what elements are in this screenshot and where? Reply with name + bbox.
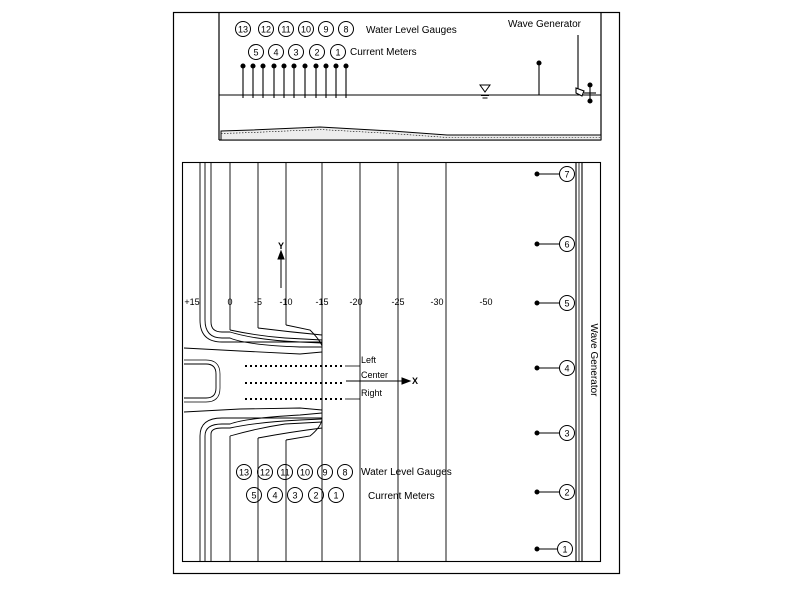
- transect-left-label: Left: [361, 355, 377, 365]
- bar-contours-upper: [183, 163, 323, 355]
- y-axis-label: Y: [278, 241, 284, 251]
- wavemaker-gauge-stems: [534, 171, 560, 552]
- y-axis-arrow: [277, 249, 285, 288]
- plan-gauge-8: 8: [342, 468, 347, 478]
- profile-probes: [240, 60, 542, 98]
- plan-frame: [181, 161, 602, 563]
- bathymetry-profile: [220, 126, 602, 141]
- plan-meter-5: 5: [251, 491, 256, 501]
- profile-meter-4: 4: [273, 48, 278, 58]
- profile-meter-1: 1: [335, 48, 340, 58]
- wave-paddle-icon: [575, 35, 596, 104]
- contour-label-minus50: -50: [479, 297, 492, 307]
- outer-frame: [172, 11, 621, 575]
- plan-gauge-13: 13: [239, 468, 249, 478]
- wavemaker-gauge-4: 4: [564, 364, 569, 374]
- bathymetry-profile-lower: [220, 129, 601, 138]
- x-axis-arrow: [346, 377, 412, 385]
- plan-meter-3: 3: [292, 491, 297, 501]
- profile-view: 13 12 11 10 9 8 5 4 3 2 1 Water Level Ga…: [218, 12, 602, 141]
- still-water-level-icon: [479, 84, 491, 99]
- wavemaker-gauge-6: 6: [564, 240, 569, 250]
- wavemaker-gauge-circles: [557, 166, 575, 557]
- contour-label-minus10: -10: [279, 297, 292, 307]
- contour-label-minus15: -15: [315, 297, 328, 307]
- profile-meter-2: 2: [314, 48, 319, 58]
- wavemaker-gauge-7: 7: [564, 170, 569, 180]
- profile-gauges-label: Water Level Gauges: [366, 25, 457, 36]
- contour-label-0: 0: [227, 297, 232, 307]
- wavemaker-gauge-5: 5: [564, 299, 569, 309]
- plan-meter-4: 4: [272, 491, 277, 501]
- plan-gauges-label: Water Level Gauges: [361, 467, 452, 478]
- plan-view: Wave Generator: [181, 161, 602, 563]
- rip-channel-head: [184, 363, 217, 399]
- plan-gauge-9: 9: [322, 468, 327, 478]
- profile-gauge-9: 9: [323, 25, 328, 35]
- transect-center-label: Center: [361, 370, 388, 380]
- transect-right-label: Right: [361, 388, 383, 398]
- transect-ticks: [345, 365, 360, 400]
- profile-wave-generator-label: Wave Generator: [508, 19, 582, 30]
- plan-meters-label: Current Meters: [368, 491, 435, 502]
- profile-gauge-10: 10: [301, 25, 311, 35]
- profile-meter-circles: [248, 44, 346, 60]
- bar-contours-lower: [183, 407, 323, 561]
- contour-label-plus15: +15: [184, 297, 199, 307]
- plan-gauge-circles: [236, 464, 353, 480]
- transect-lines: [245, 365, 345, 400]
- profile-gauge-circles: [235, 21, 354, 37]
- wavemaker-gauge-3: 3: [564, 429, 569, 439]
- profile-meter-5: 5: [253, 48, 258, 58]
- contour-label-minus5: -5: [254, 297, 262, 307]
- plan-meter-2: 2: [313, 491, 318, 501]
- wavemaker-gauge-2: 2: [564, 488, 569, 498]
- rip-channel-head-inner: [184, 359, 221, 403]
- plan-meter-1: 1: [333, 491, 338, 501]
- profile-gauge-13: 13: [238, 25, 248, 35]
- plan-meter-circles: [246, 487, 344, 503]
- profile-meter-3: 3: [293, 48, 298, 58]
- profile-gauge-11: 11: [281, 25, 290, 35]
- plan-gauge-12: 12: [260, 468, 270, 478]
- straight-contours: [229, 163, 447, 561]
- plan-gauge-10: 10: [300, 468, 310, 478]
- contour-label-minus25: -25: [391, 297, 404, 307]
- contour-label-minus20: -20: [349, 297, 362, 307]
- contour-label-minus30: -30: [430, 297, 443, 307]
- wavemaker-gauge-1: 1: [562, 545, 567, 555]
- profile-meters-label: Current Meters: [350, 47, 417, 58]
- plan-gauge-11: 11: [280, 468, 289, 478]
- plan-wave-generator-label: Wave Generator: [588, 324, 599, 398]
- x-axis-label: X: [412, 376, 418, 386]
- wave-generator-wall: [575, 163, 583, 561]
- profile-gauge-12: 12: [261, 25, 271, 35]
- profile-gauge-8: 8: [343, 25, 348, 35]
